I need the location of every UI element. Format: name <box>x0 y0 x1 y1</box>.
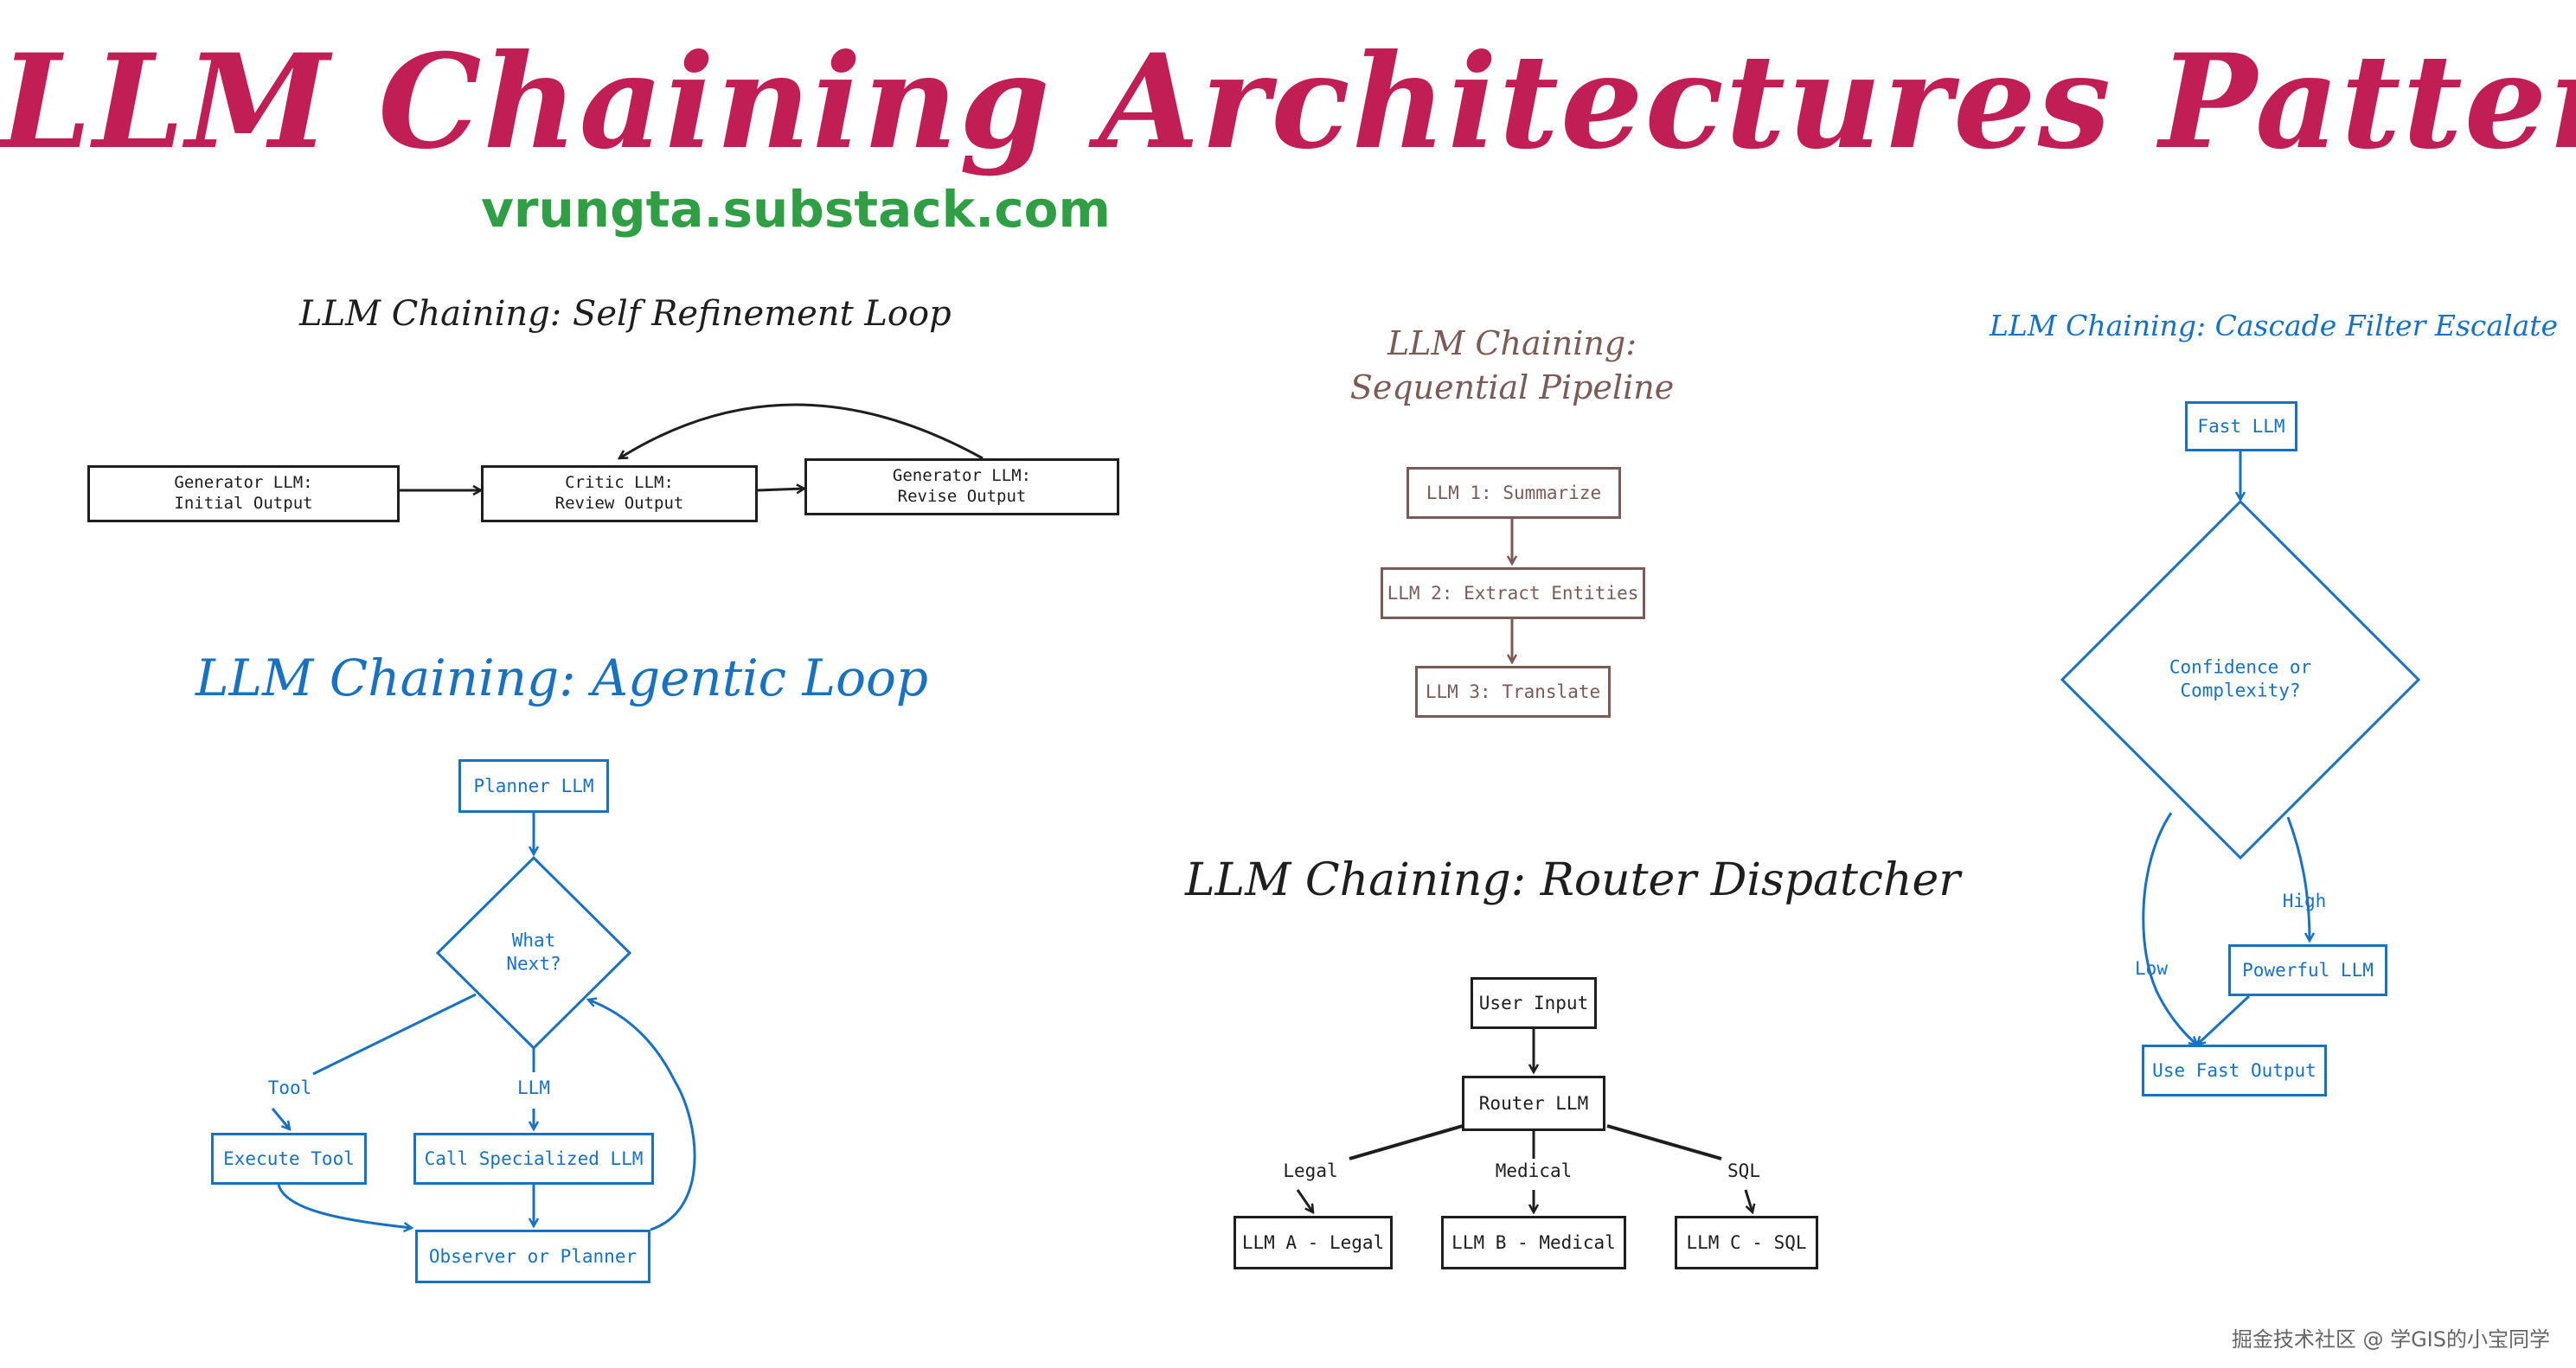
critic-node: Critic LLM: Review Output <box>481 465 758 522</box>
powerful-llm-node: Powerful LLM <box>2228 944 2387 996</box>
router-medical-label: Medical <box>1495 1160 1573 1181</box>
llm-c-sql-node: LLM C - SQL <box>1675 1216 1818 1269</box>
generator-initial-node: Generator LLM: Initial Output <box>87 465 400 522</box>
page-title: LLM Chaining Architectures Patterns <box>0 26 2576 178</box>
use-fast-output-node: Use Fast Output <box>2142 1045 2327 1096</box>
cascade-high-label: High <box>2282 891 2327 911</box>
watermark: 掘金技术社区 @ 学GIS的小宝同学 <box>2231 1327 2550 1352</box>
planner-llm-node: Planner LLM <box>458 759 609 813</box>
execute-tool-node: Execute Tool <box>211 1133 367 1185</box>
arrow-execute-to-observer <box>277 1184 412 1228</box>
arrow-legal-label-to-a <box>1296 1189 1313 1212</box>
sequential-title: LLM Chaining: Sequential Pipeline <box>1349 324 1675 407</box>
arrow-decision-to-tool <box>312 993 477 1076</box>
arrow-revise-back-to-critic <box>619 403 984 458</box>
fast-llm-node: Fast LLM <box>2185 401 2297 451</box>
arrow-decision-low <box>2142 812 2197 1045</box>
llm-b-medical-node: LLM B - Medical <box>1441 1216 1626 1269</box>
agentic-title: LLM Chaining: Agentic Loop <box>195 649 929 707</box>
router-legal-label: Legal <box>1283 1160 1338 1181</box>
cascade-low-label: Low <box>2135 958 2168 979</box>
sequential-step1-node: LLM 1: Summarize <box>1407 467 1621 519</box>
page-subtitle: vrungta.substack.com <box>481 180 1111 239</box>
arrow-tool-label-to-execute <box>271 1108 290 1129</box>
sequential-step3-node: LLM 3: Translate <box>1415 666 1611 718</box>
router-llm-node: Router LLM <box>1462 1076 1605 1131</box>
self-refinement-title: LLM Chaining: Self Refinement Loop <box>299 294 952 334</box>
cascade-title: LLM Chaining: Cascade Filter Escalate <box>1990 309 2559 342</box>
arrow-sql-label-to-c <box>1744 1189 1753 1212</box>
llm-a-legal-node: LLM A - Legal <box>1234 1216 1393 1269</box>
arrow-powerful-to-output <box>2197 994 2251 1045</box>
arrow-router-to-legal <box>1349 1122 1470 1160</box>
agentic-tool-label: Tool <box>267 1077 312 1098</box>
observer-planner-node: Observer or Planner <box>415 1230 650 1283</box>
arrow-observer-back-to-decision <box>588 1000 696 1231</box>
agentic-llm-label: LLM <box>517 1077 550 1098</box>
user-input-node: User Input <box>1471 977 1597 1029</box>
sequential-step2-node: LLM 2: Extract Entities <box>1381 567 1645 619</box>
cascade-decision-diamond <box>2060 499 2421 860</box>
call-specialized-llm-node: Call Specialized LLM <box>413 1133 654 1185</box>
arrow-decision-high <box>2286 816 2310 941</box>
router-title: LLM Chaining: Router Dispatcher <box>1185 854 1961 906</box>
arrow-critic-to-revise <box>757 489 804 490</box>
agentic-decision-text: What Next? <box>506 930 561 975</box>
generator-revise-node: Generator LLM: Revise Output <box>804 458 1119 515</box>
router-sql-label: SQL <box>1727 1160 1760 1181</box>
arrow-router-to-sql <box>1606 1124 1722 1160</box>
cascade-decision-text: Confidence or Complexity? <box>2169 656 2312 701</box>
